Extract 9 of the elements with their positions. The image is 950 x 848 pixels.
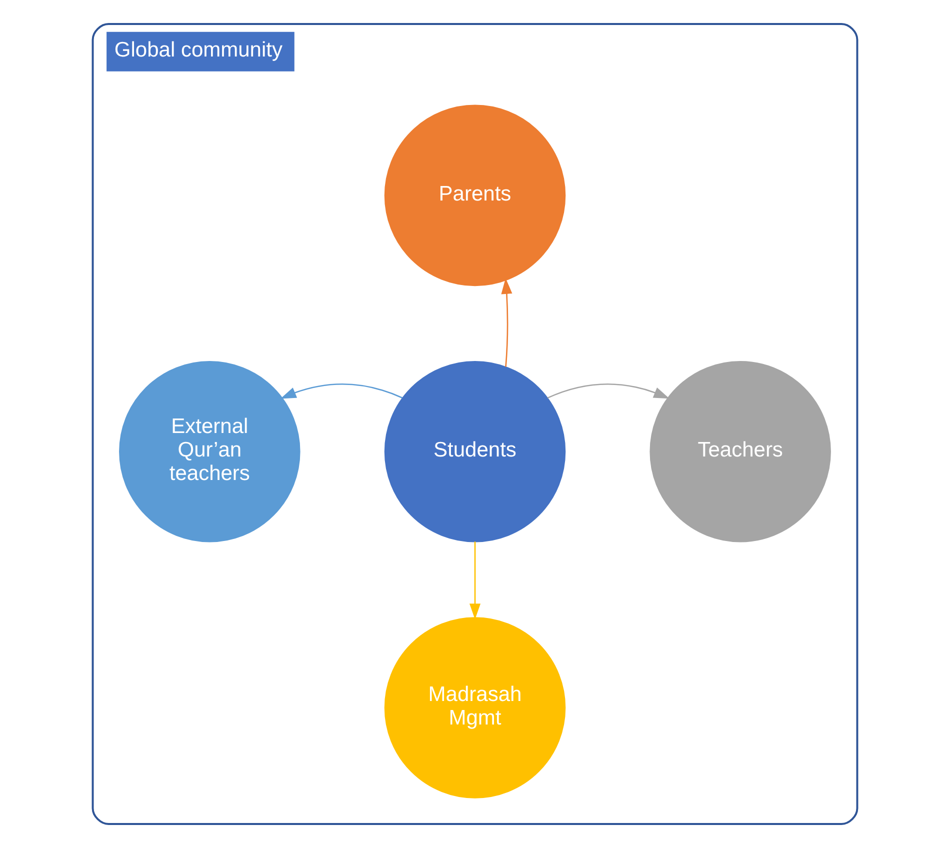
node-circle: Madrasah Mgmt — [384, 617, 566, 798]
node-circle: Parents — [384, 104, 566, 286]
node-circle: Teachers — [650, 360, 831, 542]
node-circle: Students — [384, 360, 566, 542]
arrow — [280, 383, 403, 399]
arrow — [501, 278, 512, 367]
node-circle: External Qur’an teachers — [119, 360, 300, 542]
arrow — [469, 542, 481, 620]
arrow — [547, 383, 670, 399]
